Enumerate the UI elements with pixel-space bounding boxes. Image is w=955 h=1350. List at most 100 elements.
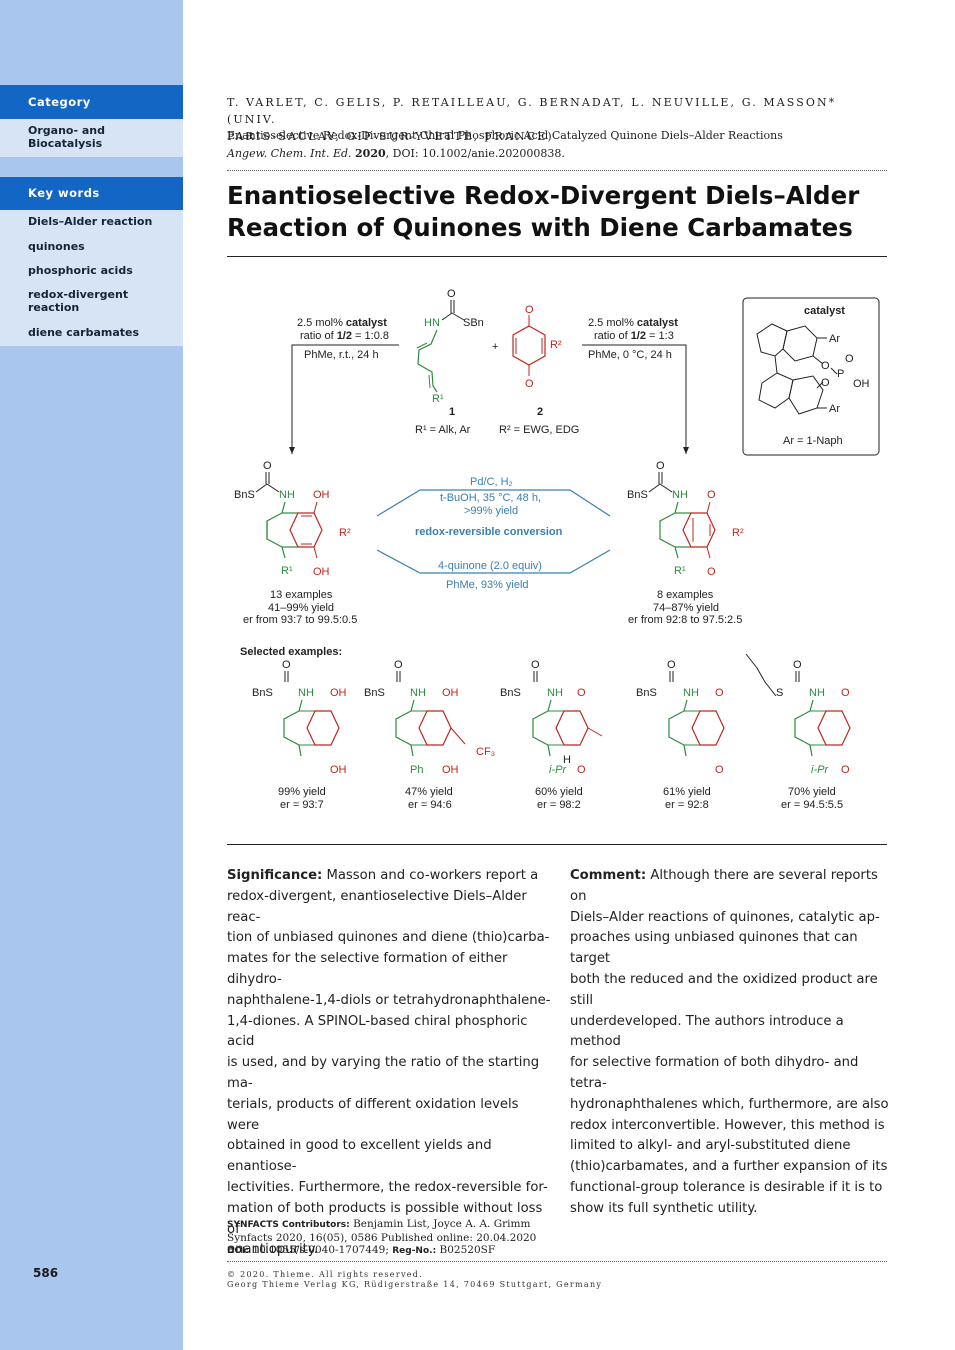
svg-text:O: O (715, 687, 724, 699)
compound-2-structure: O O R² (512, 304, 562, 390)
svg-text:OH: OH (442, 687, 459, 699)
comment-line: both the reduced and the oxidized produc… (570, 971, 878, 1008)
svg-text:OH: OH (442, 764, 459, 776)
category-value: Biocatalysis (28, 137, 103, 150)
selected-examples-label: Selected examples: (240, 646, 342, 658)
svg-text:Ar: Ar (829, 333, 840, 345)
significance-line: mation of both products is possible with… (227, 1200, 543, 1237)
svg-text:O: O (707, 566, 716, 578)
svg-text:O: O (845, 353, 854, 365)
svg-text:NH: NH (298, 687, 314, 699)
right-conditions-2: ratio of 1/2 = 1:3 (594, 330, 674, 342)
example-3-structure: O BnS NH O O H i-Pr (500, 659, 603, 776)
oxidation-cond-2: PhMe, 93% yield (446, 579, 529, 591)
svg-text:S: S (776, 687, 783, 699)
right-product-er: er from 92:8 to 97.5:2.5 (628, 614, 742, 626)
svg-text:O: O (577, 687, 586, 699)
svg-text:O: O (715, 764, 724, 776)
svg-text:BnS: BnS (636, 687, 657, 699)
right-product-yield: 74–87% yield (653, 602, 719, 614)
publisher-line: Georg Thieme Verlag KG, Rüdigerstraße 14… (227, 1280, 603, 1289)
reduction-arrow (376, 489, 611, 517)
keyword-item: diene carbamates (28, 326, 140, 339)
comment-line: Comment: Although there are several repo… (570, 868, 878, 904)
svg-text:O: O (394, 659, 403, 671)
svg-text:O: O (821, 377, 830, 389)
doi-line: DOI: 10.1055/s-0040-1707449; Reg-No.: B0… (227, 1244, 496, 1256)
example-4-yield: 61% yield (663, 786, 711, 798)
article-title-line: Enantioselective Redox-Divergent Diels–A… (227, 181, 860, 210)
svg-text:O: O (707, 489, 716, 501)
journal-name: Angew. Chem. Int. Ed. (227, 147, 352, 160)
journal-reference: Angew. Chem. Int. Ed. 2020, DOI: 10.1002… (227, 147, 565, 160)
svg-text:BnS: BnS (364, 687, 385, 699)
authors-line: PARIS-SACLAY, GIF-SUR-YVETTE, FRANCE) (227, 130, 554, 143)
svg-text:O: O (841, 687, 850, 699)
example-1-structure: O BnS NH OH OH (252, 659, 347, 776)
svg-text:NH: NH (410, 687, 426, 699)
left-conditions-2: ratio of 1/2 = 1:0.8 (300, 330, 389, 342)
citation-line: Synfacts 2020, 16(05), 0586 Published on… (227, 1231, 537, 1244)
example-4-er: er = 92:8 (665, 799, 709, 811)
contributors-line: SYNFACTS Contributors: Benjamin List, Jo… (227, 1218, 531, 1230)
comment-column: Comment: Although there are several repo… (570, 866, 890, 1220)
paper-title: Enantioselective Redox-Divergent Chiral … (227, 129, 783, 142)
left-product-er: er from 93:7 to 99.5:0.5 (243, 614, 357, 626)
example-5-structure: O S NH O O i-Pr (745, 653, 851, 776)
comment-line: hydronaphthalenes which, furthermore, ar… (570, 1096, 889, 1112)
comment-line: show its full synthetic utility. (570, 1200, 758, 1216)
svg-text:O: O (447, 288, 456, 300)
svg-text:NH: NH (547, 687, 563, 699)
comment-line: underdeveloped. The authors introduce a … (570, 1013, 844, 1050)
keyword-item: reaction (28, 301, 80, 314)
journal-year: 2020 (355, 147, 386, 160)
reaction-scheme: 2.5 mol% catalyst ratio of 1/2 = 1:0.8 P… (227, 268, 887, 828)
svg-text:HN: HN (424, 317, 440, 329)
keyword-item: phosphoric acids (28, 264, 133, 277)
significance-line: terials, products of different oxidation… (227, 1096, 519, 1133)
example-1-yield: 99% yield (278, 786, 326, 798)
comment-line: for selective formation of both dihydro-… (570, 1055, 859, 1091)
divider (227, 256, 887, 257)
svg-text:R²: R² (732, 527, 744, 539)
svg-text:O: O (656, 460, 665, 472)
catalyst-structure (756, 323, 838, 415)
significance-line: 1,4-diones. A SPINOL-based chiral phosph… (227, 1013, 528, 1050)
significance-line: redox-divergent, enantioselective Diels–… (227, 888, 527, 925)
copyright-line: © 2020. Thieme. All rights reserved. (227, 1270, 424, 1279)
svg-text:O: O (577, 764, 586, 776)
example-2-structure: O BnS NH OH OH CF₃ Ph (364, 659, 495, 776)
footer-credits: SYNFACTS Contributors: Benjamin List, Jo… (227, 1218, 536, 1258)
keyword-item: redox-divergent (28, 288, 129, 301)
example-3-yield: 60% yield (535, 786, 583, 798)
article-title-line: Reaction of Quinones with Diene Carbamat… (227, 213, 853, 242)
keywords-box: Diels–Alder reaction quinones phosphoric… (0, 210, 183, 346)
significance-label: Significance: (227, 868, 323, 883)
page-number: 586 (33, 1266, 59, 1280)
svg-text:SBn: SBn (463, 317, 484, 329)
right-conditions-3: PhMe, 0 °C, 24 h (588, 349, 672, 361)
comment-line: redox interconvertible. However, this me… (570, 1117, 885, 1133)
compound-1-structure: O HN SBn R¹ (416, 288, 484, 405)
left-product-count: 13 examples (270, 589, 333, 601)
example-5-yield: 70% yield (788, 786, 836, 798)
comment-line: limited to alkyl- and aryl-substituted d… (570, 1138, 851, 1154)
svg-text:OH: OH (330, 764, 347, 776)
redox-label: redox-reversible conversion (415, 526, 563, 538)
left-conditions-3: PhMe, r.t., 24 h (304, 349, 379, 361)
svg-text:H: H (563, 754, 571, 766)
svg-text:OH: OH (330, 687, 347, 699)
svg-text:R¹: R¹ (674, 565, 686, 577)
keyword-item: quinones (28, 240, 85, 253)
svg-text:i-Pr: i-Pr (811, 764, 829, 776)
significance-line: lectivities. Furthermore, the redox-reve… (227, 1179, 548, 1195)
comment-line: functional-group tolerance is desirable … (570, 1179, 883, 1195)
catalyst-box (742, 297, 880, 456)
authors-line: T. VARLET, C. GELIS, P. RETAILLEAU, G. B… (227, 96, 837, 126)
contributors-label: SYNFACTS Contributors: (227, 1220, 350, 1230)
significance-line: tion of unbiased quinones and diene (thi… (227, 930, 550, 946)
left-arrow (289, 344, 399, 454)
left-product-structure: O BnS NH OH OH R² R¹ (234, 460, 351, 578)
comment-line: Diels–Alder reactions of quinones, catal… (570, 909, 880, 925)
comment-label: Comment: (570, 868, 647, 883)
